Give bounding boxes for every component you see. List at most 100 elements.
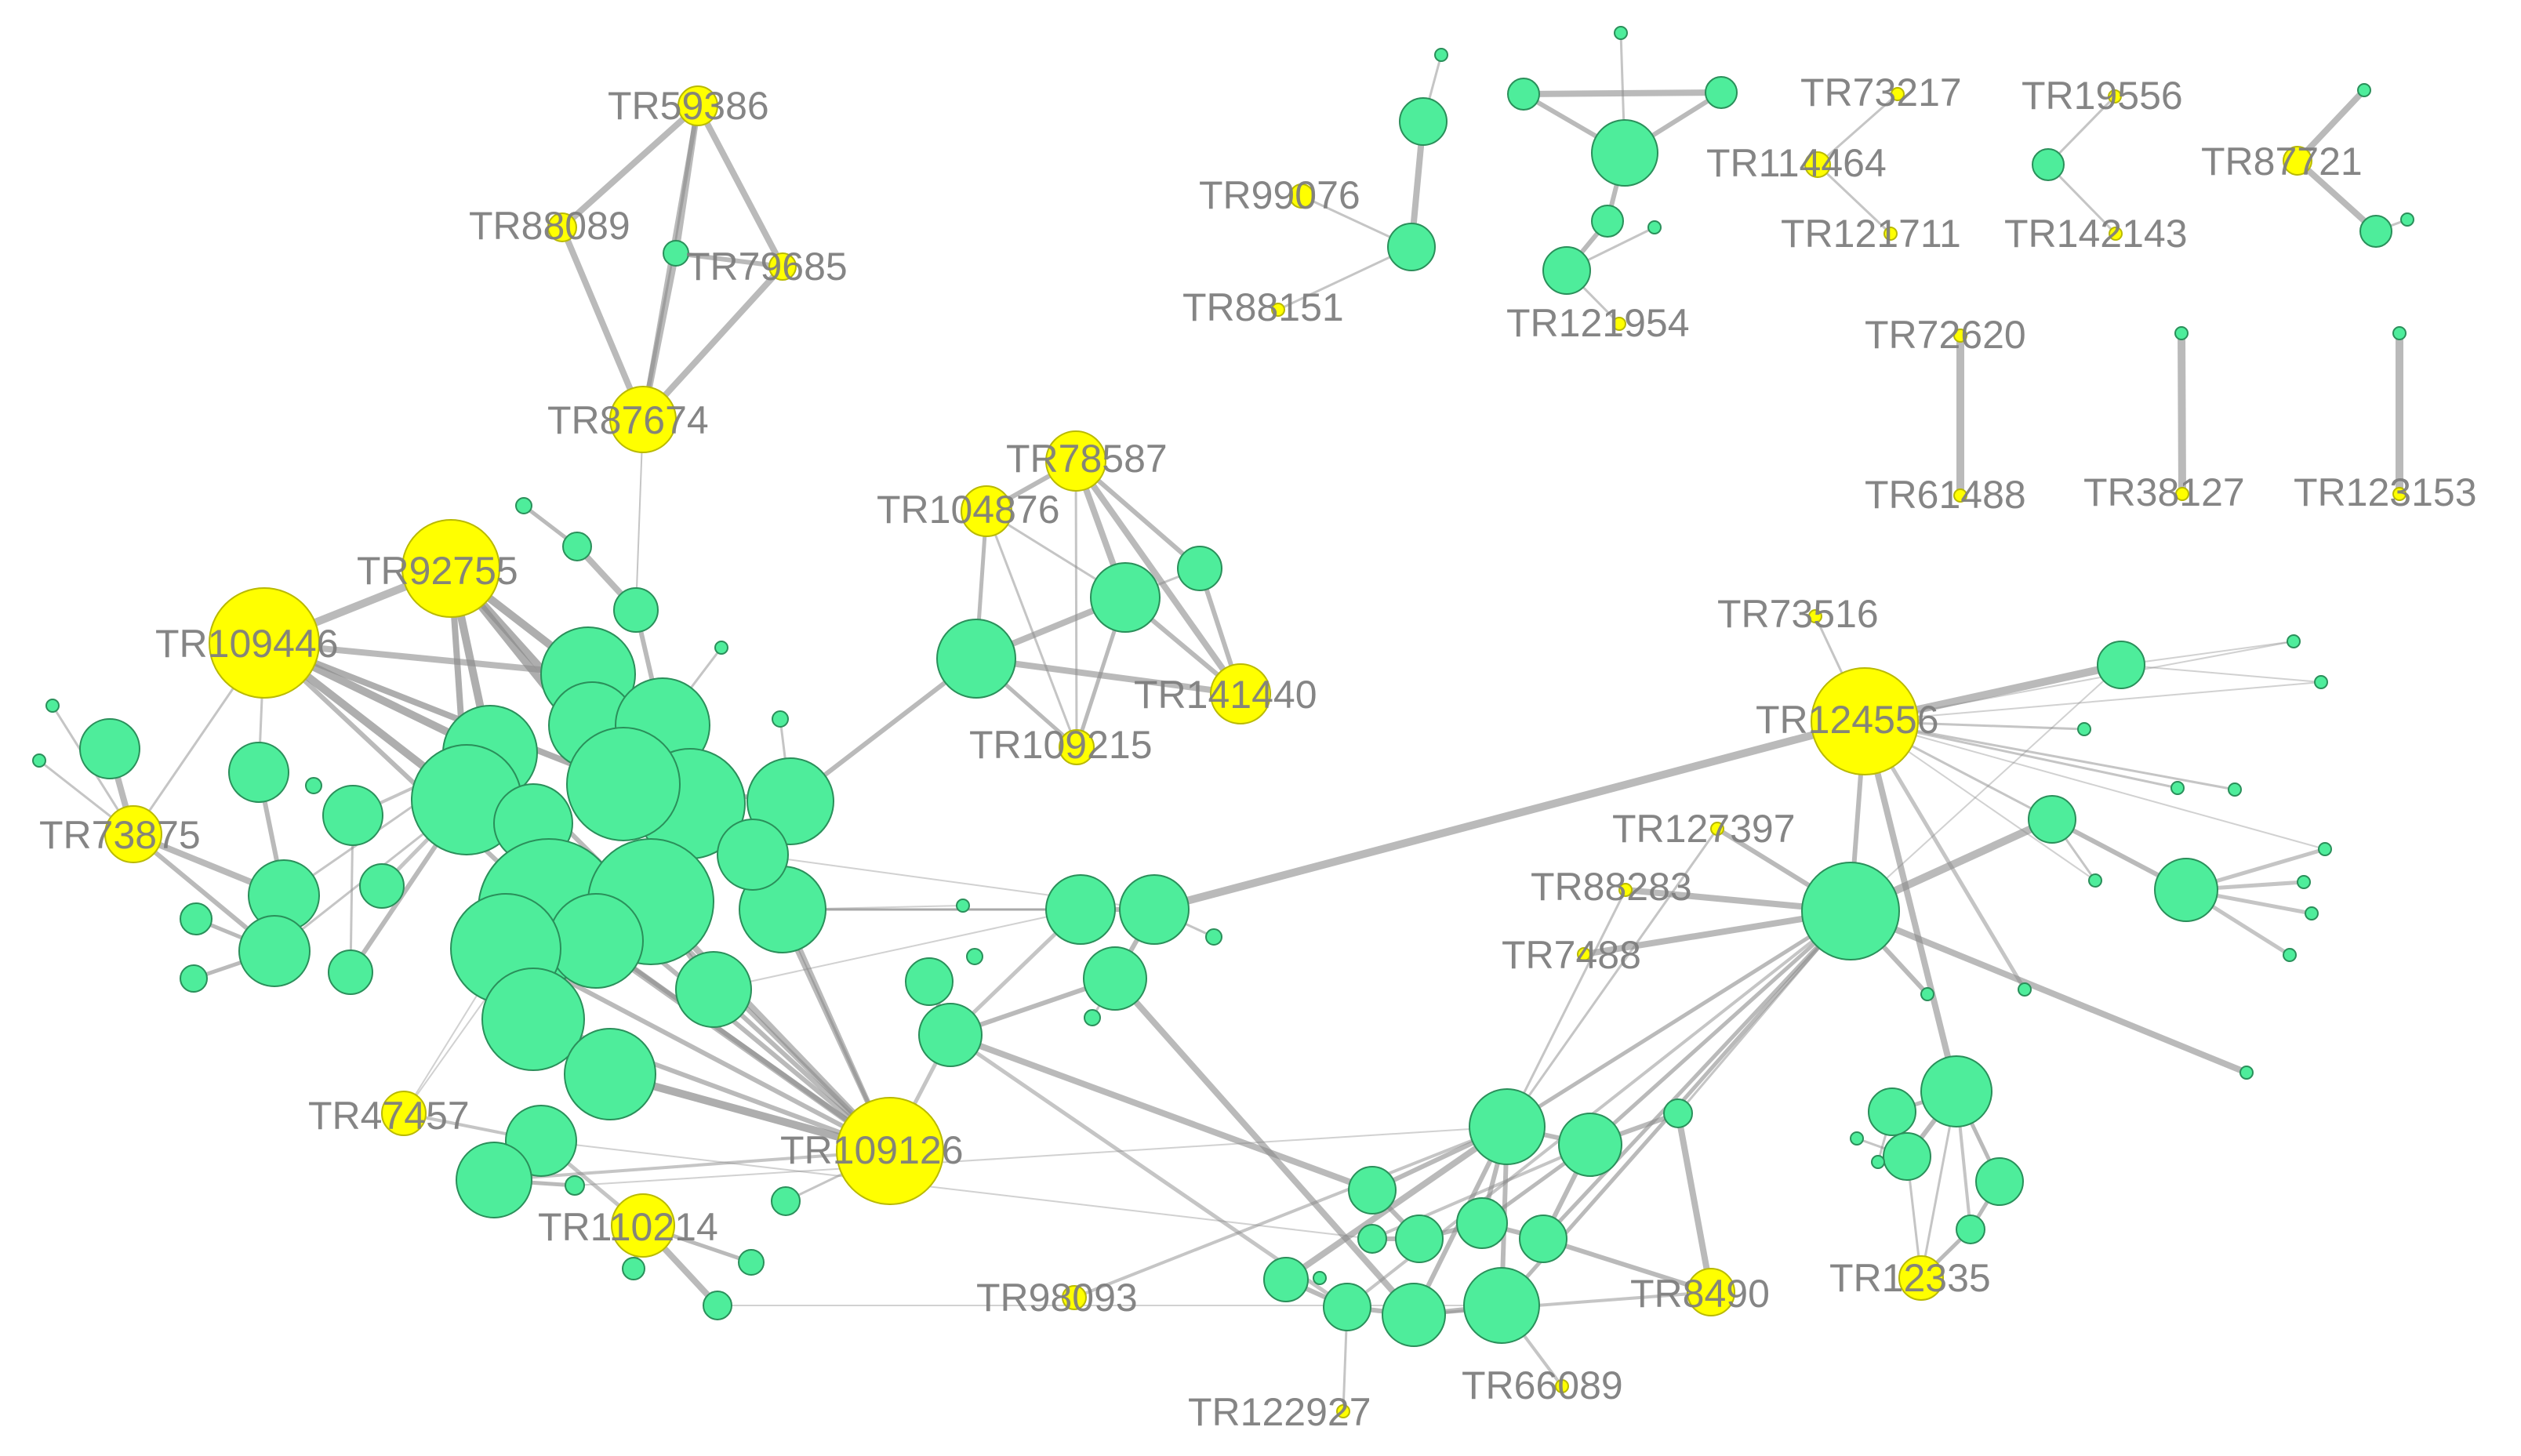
graph-node [1956,1215,1985,1244]
graph-node [2314,675,2328,689]
graph-node [1083,946,1147,1011]
node-label: TR73875 [39,813,201,857]
graph-edge [1412,1291,1713,1316]
graph-node [481,968,585,1071]
graph-node [2305,906,2319,920]
labeled-node [2175,487,2189,501]
graph-node [32,753,46,768]
node-label: TR123153 [2294,470,2477,514]
graph-edge [1675,1110,1714,1295]
node-label: TR88089 [469,204,630,248]
graph-node [2097,641,2145,689]
node-label: TR47457 [308,1094,470,1138]
graph-node [1920,1055,1992,1127]
graph-node [2228,782,2242,797]
graph-node [1090,562,1161,633]
node-label: TR73217 [1800,71,1962,114]
node-label: TR73516 [1717,592,1879,636]
graph-edge [2294,87,2367,164]
graph-node [1542,246,1591,295]
graph-node [918,1003,983,1067]
graph-edge [540,1140,1373,1240]
labeled-node [836,1097,944,1205]
labeled-node [547,212,577,242]
graph-edge [2178,329,2186,498]
labeled-node [1804,151,1831,178]
graph-edge [674,251,785,269]
graph-edge [640,263,786,423]
graph-node [2318,842,2332,856]
graph-node [1975,1157,2024,1206]
graph-edge [492,1149,892,1182]
labeled-node [611,1193,675,1258]
graph-edge [1506,888,1627,1128]
graph-node [2174,326,2189,340]
graph-node [180,902,213,935]
graph-node [1399,97,1448,146]
graph-edge [973,655,1244,697]
graph-node [2283,948,2297,962]
graph-node [714,641,728,655]
graph-node [675,951,752,1028]
labeled-node [1577,947,1591,961]
graph-edge [594,939,892,1153]
graph-node [772,710,789,728]
labeled-node [609,386,677,453]
graph-node [1119,874,1190,945]
node-label: TR98093 [976,1276,1138,1320]
labeled-node [1808,609,1822,623]
node-label: TR78587 [1006,437,1168,481]
node-label: TR87721 [2201,140,2363,183]
graph-node [456,1142,532,1218]
node-label: TR141440 [1134,673,1317,717]
graph-node [359,863,405,909]
graph-edge [1588,909,1853,1147]
graph-edge [1277,245,1413,311]
graph-node [328,949,373,995]
graph-edge [2294,158,2379,234]
node-label: TR127397 [1612,807,1796,851]
node-label: TR38127 [2083,470,2245,514]
labeled-node [1271,303,1285,317]
labeled-node [1618,883,1633,897]
node-label: TR109215 [969,723,1153,767]
graph-edge [559,103,701,231]
graph-node [2359,215,2392,248]
labeled-node [2392,487,2407,501]
graph-node [663,240,689,267]
labeled-node [677,85,718,126]
labeled-node [1710,822,1724,836]
graph-node [1705,76,1738,109]
graph-edge [1850,664,2122,912]
graph-node [1920,987,1934,1001]
graph-edge [1864,721,2326,850]
node-label: TR122927 [1188,1390,1371,1434]
graph-edge [1863,720,2236,791]
graph-node [1434,48,1448,62]
labels-layer: TR59386 TR88089 TR79685 TR87674 TR92755 … [39,71,2477,1434]
graph-node [180,964,208,993]
graph-node [1348,1166,1397,1215]
node-label: TR121954 [1506,301,1690,345]
graph-edge [695,103,786,270]
graph-node [1591,205,1624,238]
nodes-layer [32,26,2414,1418]
graph-node [1647,220,1662,234]
graph-edge [1862,718,1960,1095]
labeled-node [1336,1404,1350,1418]
labeled-node [1953,329,1967,343]
graph-node [2357,83,2371,97]
graph-edge [2120,664,2322,683]
labeled-node [1898,1255,1944,1301]
node-label: TR109446 [155,622,339,666]
graph-edge [1541,1236,1713,1294]
labeled-node [1045,430,1106,492]
graph-node [2018,982,2032,997]
graph-node [1323,1283,1371,1331]
node-label: TR99076 [1199,173,1360,217]
graph-edge [1506,827,1719,1128]
graph-node [1263,1257,1309,1302]
graph-edge [1112,975,1417,1318]
labeled-node [1687,1268,1735,1316]
